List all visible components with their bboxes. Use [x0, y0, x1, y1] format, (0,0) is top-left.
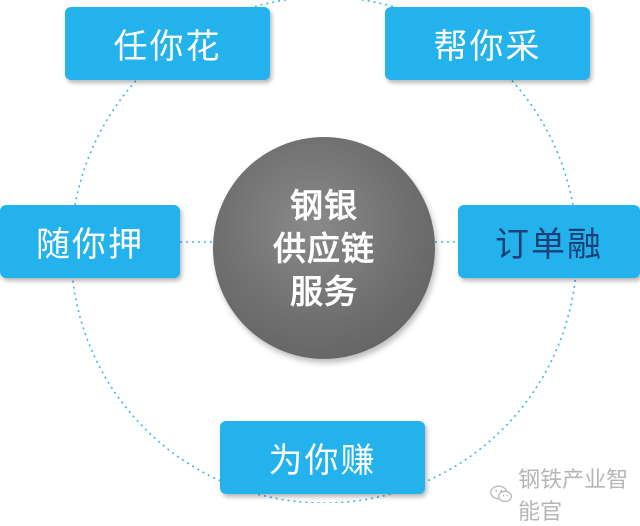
node-bottom: 为你赚	[220, 421, 425, 494]
node-top-right: 帮你采	[385, 7, 590, 80]
node-left: 随你押	[0, 205, 180, 278]
center-line-2: 供应链	[273, 228, 375, 268]
node-top-left: 任你花	[65, 7, 270, 80]
node-top-right-label: 帮你采	[433, 27, 542, 67]
center-line-1: 钢银	[290, 185, 358, 225]
node-right-label: 订单融	[495, 225, 603, 265]
watermark-text: 钢铁产业智能官	[518, 468, 629, 525]
watermark: 钢铁产业智能官	[490, 462, 640, 526]
node-left-label: 随你押	[36, 225, 144, 265]
node-bottom-label: 为你赚	[268, 441, 377, 481]
wechat-icon	[490, 485, 512, 503]
node-right: 订单融	[458, 205, 640, 278]
center-hub: 钢银 供应链 服务	[213, 137, 435, 359]
center-line-3: 服务	[290, 271, 358, 311]
node-top-left-label: 任你花	[113, 27, 222, 67]
